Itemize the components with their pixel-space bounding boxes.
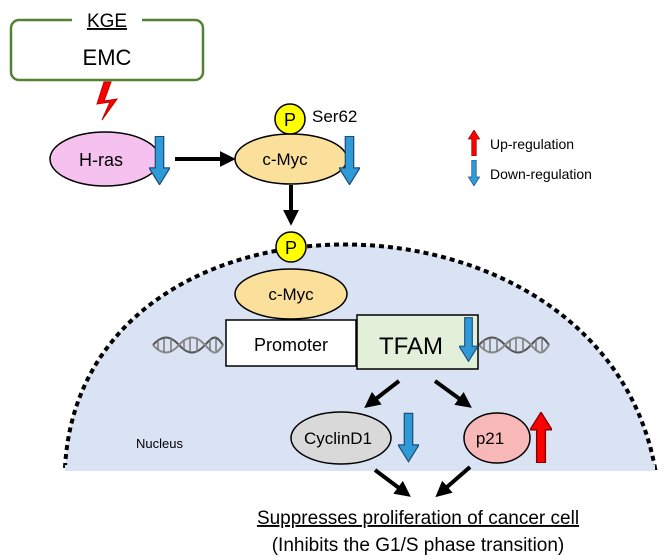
cyclind1-label: CyclinD1 [304,429,372,448]
cmyc-top-label: c-Myc [262,150,308,169]
ser62-label: Ser62 [312,107,357,126]
kge-label-bg [72,6,142,32]
p21-node [463,412,531,464]
cmyc-nucleus-node [234,268,348,320]
phospho-top-label: P [284,110,296,130]
arrow-tfam-to-p21 [433,379,472,408]
legend-up-arrow-icon [467,130,481,156]
tfam-label: TFAM [379,333,443,360]
emc-label: EMC [83,45,132,70]
phospho-top-icon [274,103,306,135]
arrow-tfam-to-cyclind1 [364,379,401,408]
legend-up-label: Up-regulation [490,136,574,152]
outcome-line1: Suppresses proliferation of cancer cell [257,508,579,529]
cmyc-nucleus-label: c-Myc [268,285,314,304]
kge-label: KGE [87,11,127,32]
legend-down-label: Down-regulation [490,166,592,182]
arrow-cyclind1-to-outcome [373,468,411,497]
hras-label: H-ras [79,150,123,170]
lightning-bolt-icon [96,81,119,121]
phospho-nucleus-icon [275,231,307,263]
cyclind1-node [290,411,392,465]
outcome-line2: (Inhibits the G1/S phase transition) [272,535,565,556]
phospho-nucleus-label: P [285,238,297,258]
arrow-p21-to-outcome [435,465,472,498]
tfam-box [356,314,479,370]
promoter-box [225,319,357,367]
p21-label: p21 [476,429,504,448]
legend-down-arrow-icon [467,160,481,186]
promoter-label: Promoter [254,335,328,355]
nucleus-label: Nucleus [136,436,183,451]
